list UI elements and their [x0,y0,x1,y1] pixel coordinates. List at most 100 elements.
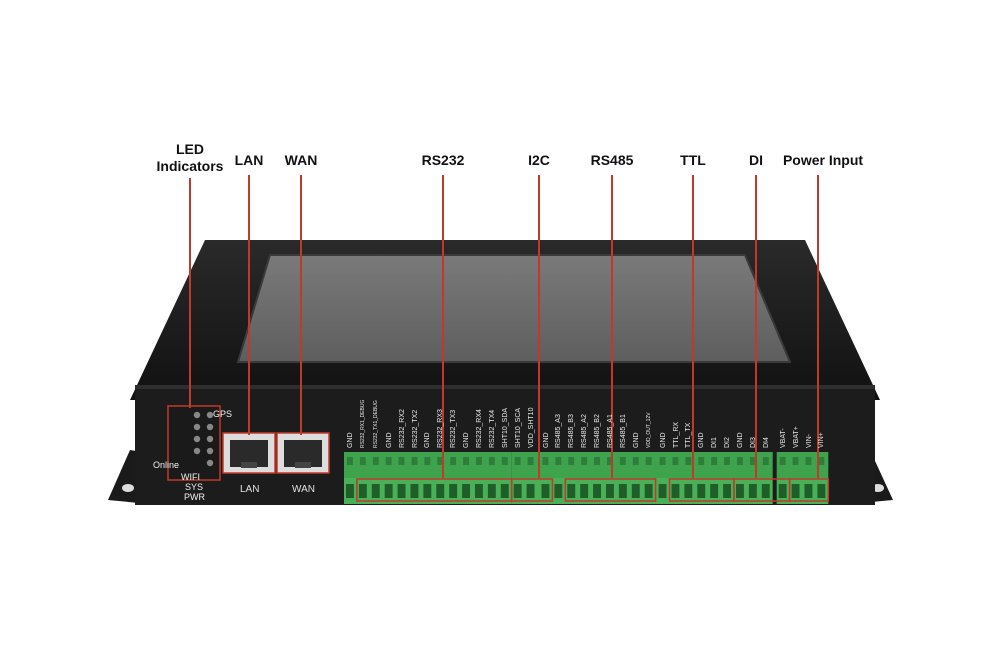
terminal-slot [671,484,680,498]
group-highlight-box [564,478,657,502]
terminal-screw [359,457,366,465]
terminal-slot [748,484,757,498]
terminal-screw [724,457,730,465]
callout-led-line1: LED [176,141,204,157]
callout-ttl: TTL [680,152,706,168]
terminal-screw [398,457,405,465]
terminal-screw [514,457,521,465]
terminal-screw [737,457,743,465]
terminal-slot [346,484,354,498]
terminal-screw [555,457,562,465]
pin-label: RS232_TX4 [488,409,496,448]
terminal-screw [594,457,600,465]
terminal-screw [779,457,786,465]
terminal-slot [541,484,550,498]
pin-label: SHT10_SDA [501,407,509,448]
terminal-slot [618,484,627,498]
terminal-slot [526,484,535,498]
group-highlight-box [788,478,830,502]
terminal-screw [411,457,418,465]
terminal-screw [749,457,756,465]
terminal-screw [463,457,469,465]
terminal-slot [554,484,563,498]
terminal-screw [542,457,549,465]
pin-label: GND [542,432,550,448]
pin-label: SHT10_SCA [514,407,522,448]
terminal-slot [658,484,667,498]
port-label-lan: LAN [240,484,260,495]
display-screen [236,254,792,363]
terminal-screw [685,457,692,465]
terminal-slot [593,484,601,498]
callout-led-indicators: LED Indicators [140,141,240,175]
pin-label: VBAT+ [792,426,800,448]
pin-label: VDD_OUT_12V [645,412,652,448]
terminal-slot [487,484,496,498]
pin-label: VIN- [805,434,813,448]
terminal-screw [632,457,639,465]
led-label-wifi: WIFI [181,472,200,482]
led-label-gps: GPS [213,409,233,419]
terminal-screw [488,457,495,465]
terminal-screw [372,457,379,465]
terminal-slot [736,484,744,498]
pin-label: VDD_SHT10 [527,407,535,448]
pin-label: DI3 [749,437,757,448]
terminal-slot [513,484,522,498]
terminal-slot [697,484,706,498]
terminal-slot [791,484,800,498]
callout-lines [189,175,819,478]
terminal-screw [581,457,588,465]
led-label-online: Online [153,460,180,470]
terminal-screw [818,457,825,465]
pin-label: RS232_RX3 [437,409,445,448]
terminal-screw [527,457,534,465]
terminal-screw [501,457,508,465]
terminal-slot [436,484,445,498]
terminal-slot [684,484,693,498]
pin-label: RS485_B1 [619,414,627,448]
terminal-slot [606,484,614,498]
terminal-slot [580,484,589,498]
terminal-slot [397,484,406,498]
terminal-screw [805,457,812,465]
pin-label: GND [698,432,706,448]
terminal-screw [347,457,353,465]
callout-di: DI [749,152,763,168]
pin-label: RS232_RX4 [476,409,483,448]
terminal-screw [645,457,652,465]
terminal-slot [449,484,458,498]
terminal-slot [500,484,509,498]
callout-led-line2: Indicators [156,158,224,174]
callout-power-input: Power Input [782,152,864,168]
terminal-block-plug [511,478,670,504]
pin-label: DI2 [724,437,732,448]
terminal-slot [384,484,393,498]
terminal-slot [475,484,483,498]
terminal-slot [804,484,813,498]
pin-label: RS232_RX2 [398,409,406,448]
terminal-slot [710,484,719,498]
terminal-slot [567,484,576,498]
lan-port [222,432,276,474]
terminal-slot [723,484,731,498]
terminal-screw [619,457,626,465]
pin-label: GND [385,432,393,448]
port-label-wan: WAN [292,484,315,495]
pin-label: GND [347,432,354,448]
terminal-slot [358,484,367,498]
terminal-slot [817,484,826,498]
terminal-screw [568,457,575,465]
led-panel [167,405,221,481]
terminal-screw [792,457,799,465]
pin-label: DI1 [711,437,719,448]
terminal-slot [644,484,653,498]
pin-label: GND [659,432,667,448]
wan-port [276,432,330,474]
pin-label: RS232_TX2 [411,409,419,448]
pin-label: RS485_A2 [581,414,589,448]
terminal-screw [476,457,482,465]
terminal-screw [698,457,705,465]
callout-lan: LAN [234,152,264,168]
